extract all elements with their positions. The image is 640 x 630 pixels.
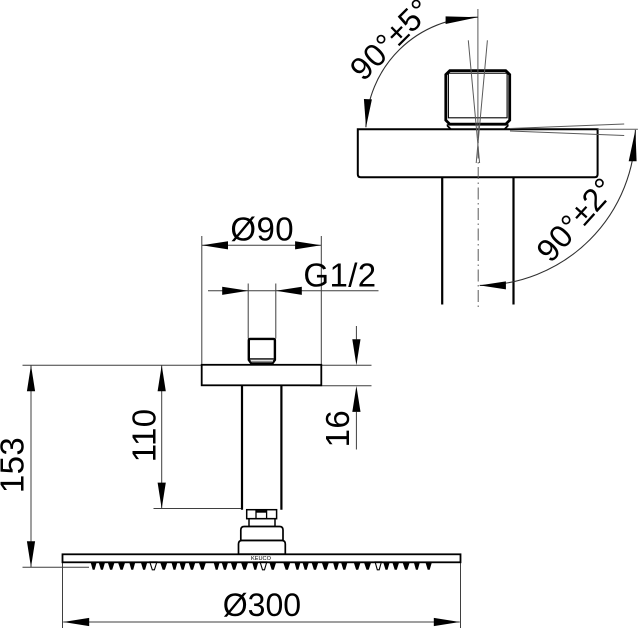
svg-text:KEUCO: KEUCO xyxy=(251,556,272,562)
svg-text:Ø90: Ø90 xyxy=(230,211,294,248)
svg-text:G1/2: G1/2 xyxy=(303,256,376,293)
svg-text:110: 110 xyxy=(126,408,163,462)
svg-text:16: 16 xyxy=(319,410,356,448)
svg-text:Ø300: Ø300 xyxy=(223,587,301,623)
svg-text:153: 153 xyxy=(0,437,30,493)
